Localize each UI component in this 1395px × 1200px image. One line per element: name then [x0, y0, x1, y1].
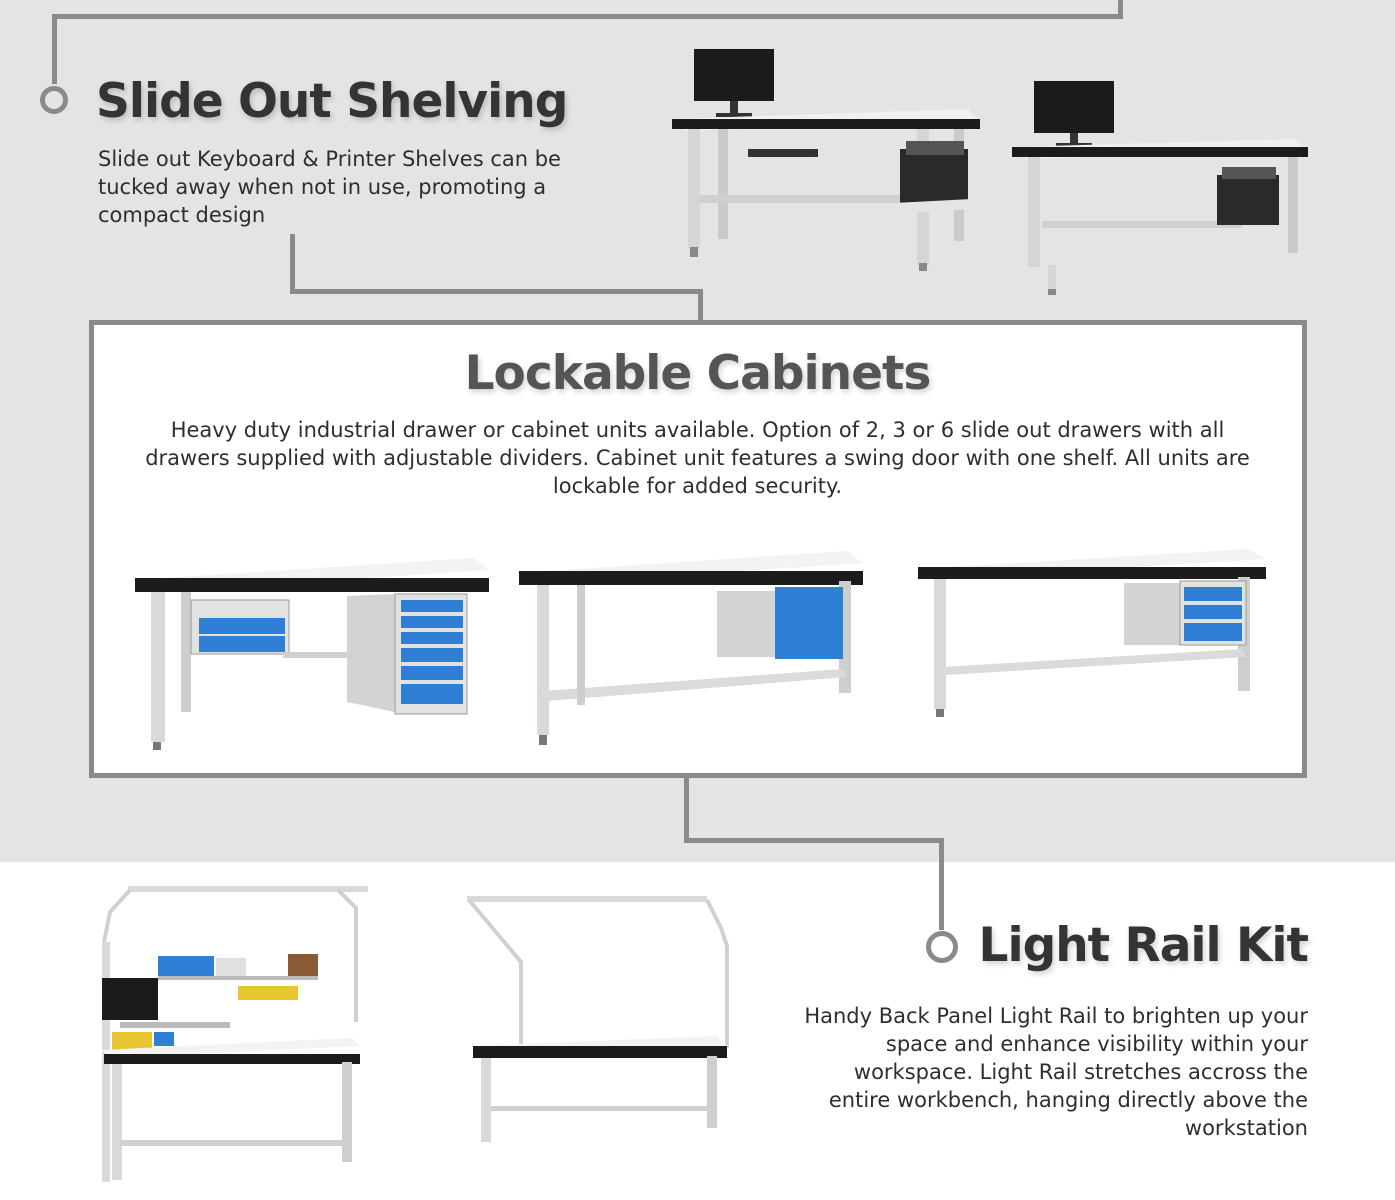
lockable-cabinets-panel: [89, 320, 1307, 778]
cabinet-door-bench-image: [517, 551, 863, 745]
drawer-bench-image: [133, 558, 489, 750]
slide-out-bench-image-1: [672, 49, 980, 271]
light-rail-bench-image: [467, 896, 729, 1142]
connector-low-vertical-a: [684, 776, 689, 843]
connector-top-right-stub: [1118, 0, 1123, 19]
light-rail-accessorized-bench-image: [102, 886, 368, 1182]
connector-mid-vertical-a: [290, 234, 295, 294]
light-rail-kit-description: Handy Back Panel Light Rail to brighten …: [804, 1004, 1308, 1140]
connector-low-horizontal: [684, 838, 944, 843]
bullet-circle-icon: [926, 931, 958, 963]
slide-out-shelving-title: Slide Out Shelving: [96, 74, 568, 129]
lockable-cabinets-description: Heavy duty industrial drawer or cabinet …: [145, 418, 1250, 498]
slide-out-bench-image-2: [1012, 81, 1308, 295]
three-drawer-bench-image: [916, 549, 1266, 717]
connector-mid-vertical-b: [698, 289, 703, 322]
connector-top-horizontal: [52, 14, 1123, 19]
bullet-circle-icon: [40, 86, 68, 114]
lockable-cabinets-title: Lockable Cabinets: [464, 346, 932, 401]
connector-top-vertical: [52, 14, 57, 84]
connector-low-vertical-b: [939, 838, 944, 930]
slide-out-shelving-description: Slide out Keyboard & Printer Shelves can…: [98, 147, 561, 227]
light-rail-kit-title: Light Rail Kit: [978, 918, 1309, 973]
connector-mid-horizontal: [290, 289, 703, 294]
